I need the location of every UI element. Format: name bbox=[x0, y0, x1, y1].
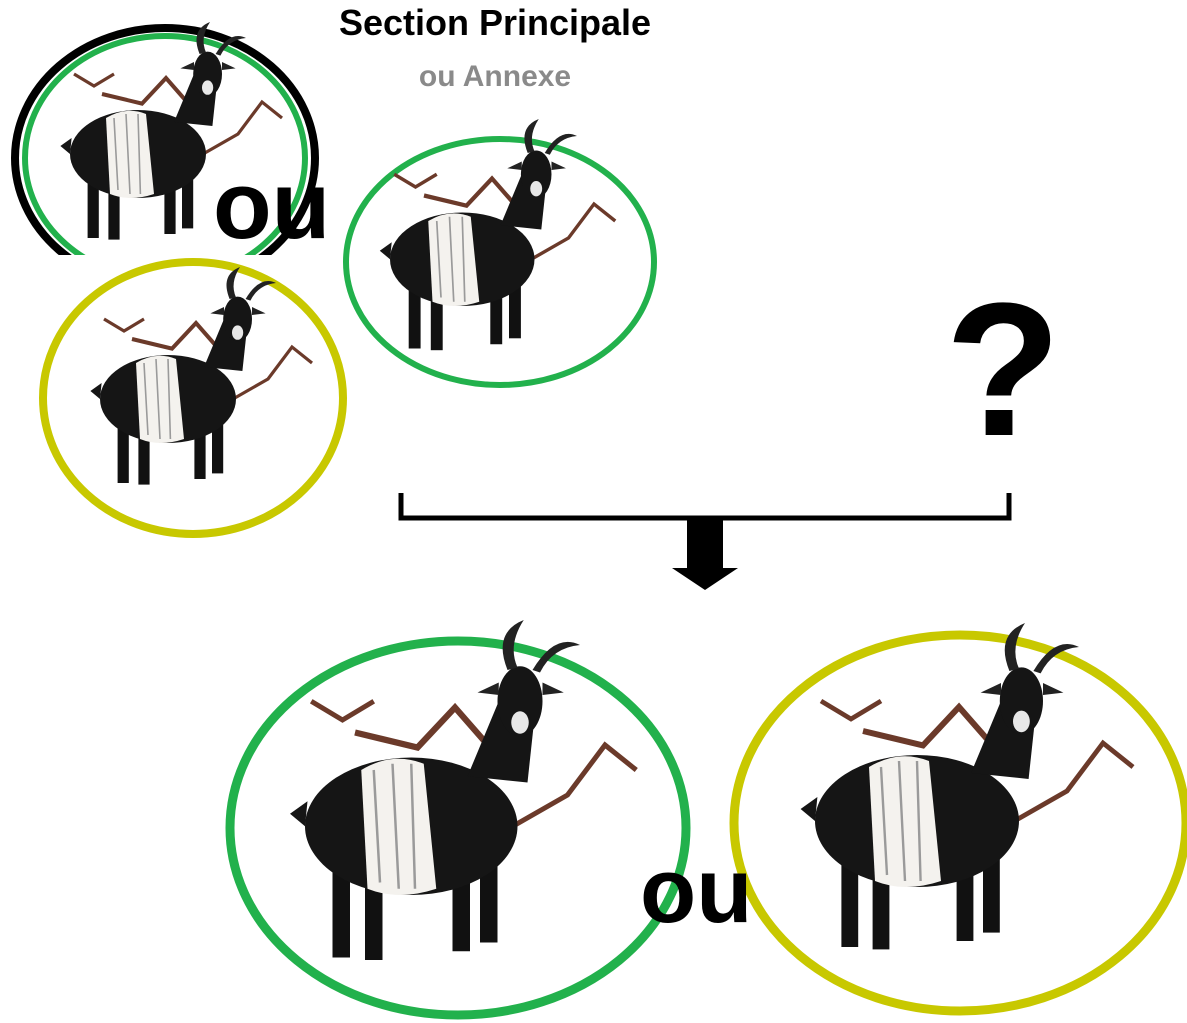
goat-principal-top-left bbox=[11, 22, 319, 255]
section-title: Section Principale bbox=[338, 2, 652, 43]
arrow-down-icon bbox=[672, 520, 738, 590]
goat-principal-top bbox=[343, 119, 657, 388]
bracket bbox=[398, 493, 1012, 521]
section-subtitle: ou Annexe bbox=[418, 60, 572, 93]
goat-principal-bottom bbox=[225, 620, 691, 1020]
ou-label-bottom: ou bbox=[640, 840, 753, 942]
question-mark: ? bbox=[945, 264, 1062, 476]
goat-annexe-top bbox=[39, 258, 347, 538]
ou-label-top: ou bbox=[213, 152, 331, 259]
goat-annexe-bottom bbox=[729, 623, 1187, 1016]
